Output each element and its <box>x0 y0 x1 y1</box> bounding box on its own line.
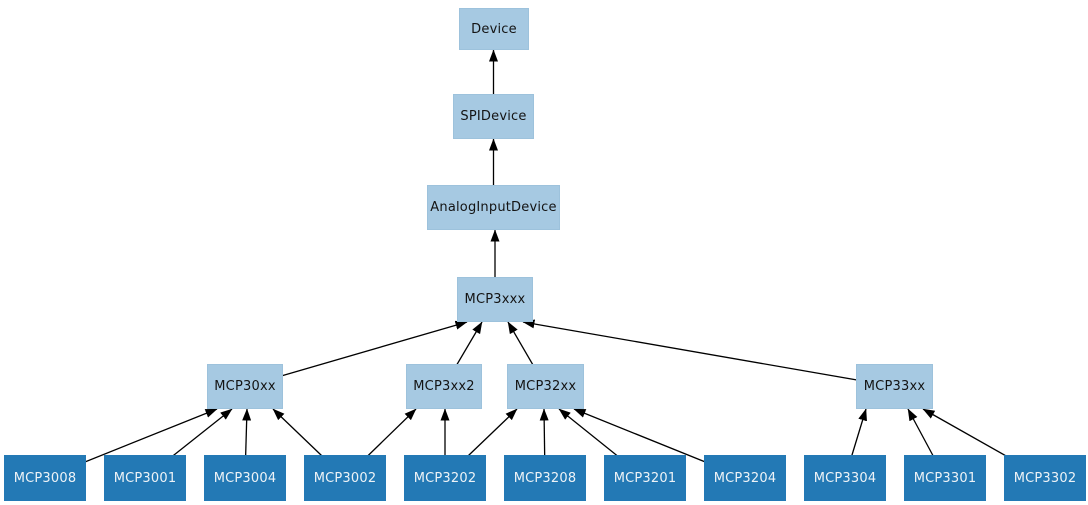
node-mcp3008[interactable]: MCP3008 <box>4 455 86 501</box>
node-mcp3208[interactable]: MCP3208 <box>504 455 586 501</box>
node-label: MCP3xxx <box>464 292 526 307</box>
node-mcp3304[interactable]: MCP3304 <box>804 455 886 501</box>
node-analoginputdevice[interactable]: AnalogInputDevice <box>427 185 560 230</box>
node-mcp33xx[interactable]: MCP33xx <box>856 364 933 409</box>
node-mcp3201[interactable]: MCP3201 <box>604 455 686 501</box>
node-label: MCP3001 <box>113 470 177 486</box>
node-label: Device <box>471 21 517 37</box>
node-mcp3204[interactable]: MCP3204 <box>704 455 786 501</box>
node-label: MCP3201 <box>613 470 677 486</box>
node-label: MCP3301 <box>913 470 977 486</box>
node-label: AnalogInputDevice <box>430 200 557 215</box>
node-label: MCP3008 <box>13 470 77 486</box>
node-label: MCP3002 <box>313 470 377 486</box>
node-mcp3302[interactable]: MCP3302 <box>1004 455 1086 501</box>
node-label: MCP3208 <box>513 470 577 486</box>
node-label: MCP3204 <box>713 470 777 486</box>
node-label: SPIDevice <box>460 109 527 124</box>
node-label: MCP3304 <box>813 470 877 486</box>
node-mcp3002[interactable]: MCP3002 <box>304 455 386 501</box>
node-mcp3xxx[interactable]: MCP3xxx <box>457 277 533 322</box>
node-device[interactable]: Device <box>459 8 529 50</box>
node-mcp30xx[interactable]: MCP30xx <box>207 364 283 409</box>
node-label: MCP30xx <box>214 379 276 394</box>
node-label: MCP3202 <box>413 470 477 486</box>
node-mcp3301[interactable]: MCP3301 <box>904 455 986 501</box>
node-mcp32xx[interactable]: MCP32xx <box>507 364 584 409</box>
node-label: MCP3004 <box>213 470 277 486</box>
node-mcp3202[interactable]: MCP3202 <box>404 455 486 501</box>
node-mcp3001[interactable]: MCP3001 <box>104 455 186 501</box>
node-label: MCP3xx2 <box>413 379 475 394</box>
node-mcp3xx2[interactable]: MCP3xx2 <box>406 364 482 409</box>
node-label: MCP3302 <box>1013 470 1077 486</box>
node-mcp3004[interactable]: MCP3004 <box>204 455 286 501</box>
node-label: MCP33xx <box>863 379 926 394</box>
node-label: MCP32xx <box>514 379 577 394</box>
node-spidevice[interactable]: SPIDevice <box>453 94 534 139</box>
edge-mcp33xx-to-mcp3xxx <box>522 319 895 388</box>
